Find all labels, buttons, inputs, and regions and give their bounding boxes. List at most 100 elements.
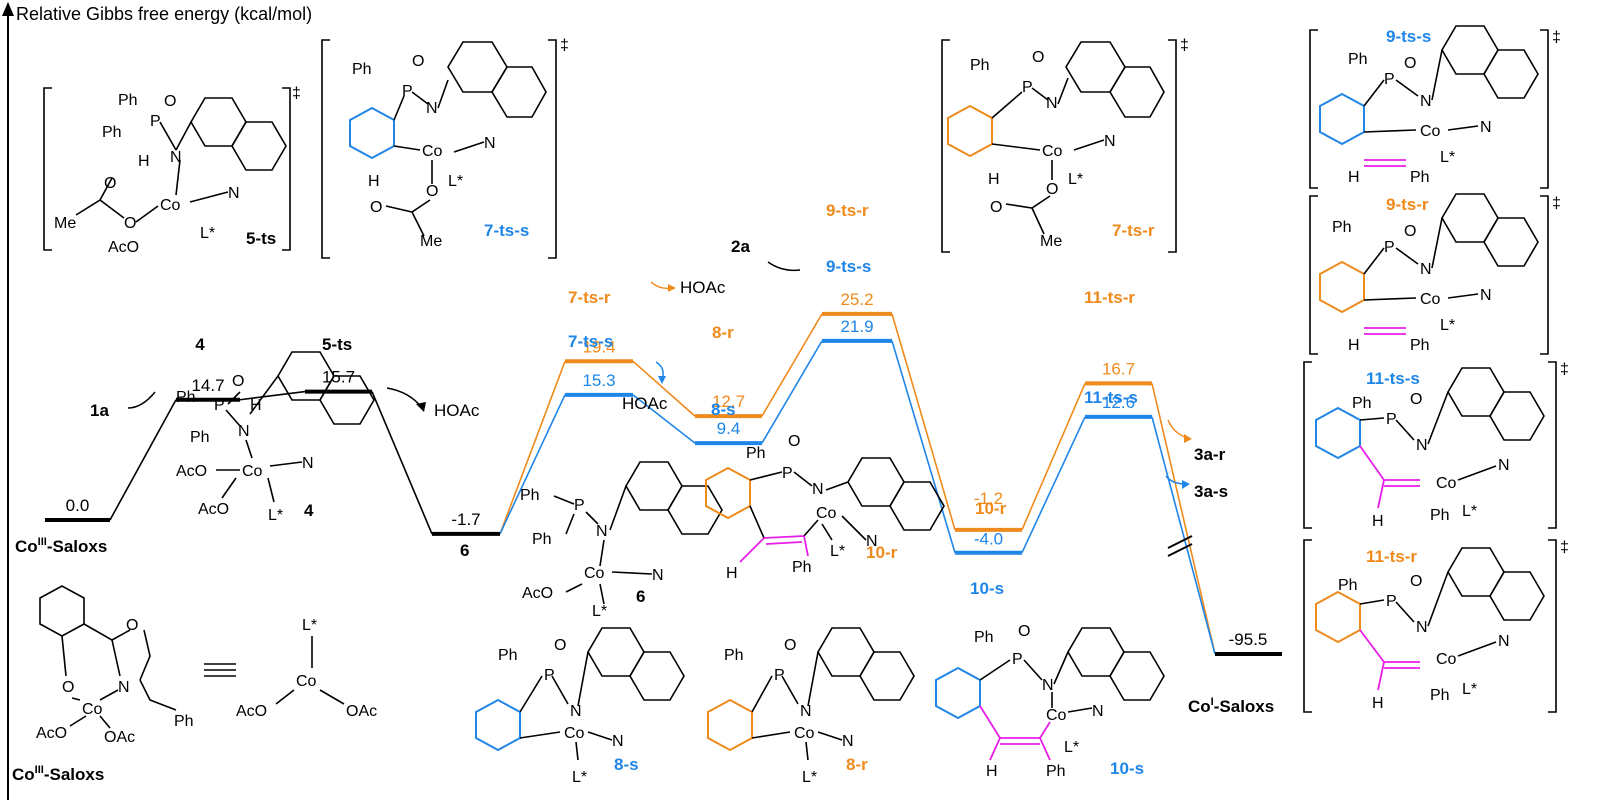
svg-text:P: P [1384,71,1395,88]
svg-text:O: O [232,373,244,390]
label-4: 4 [195,335,205,354]
svg-text:5-ts: 5-ts [246,229,276,248]
svg-text:H: H [368,173,380,190]
svg-text:L*: L* [1462,503,1477,520]
structure-8-s: Ph P O N Co N L* 8-s [475,627,685,786]
label-6: 6 [460,541,469,560]
svg-text:Co: Co [794,725,815,742]
svg-text:L*: L* [802,769,817,786]
svg-text:L*: L* [830,543,845,560]
svg-text:Me: Me [1040,233,1062,250]
svg-text:O: O [784,637,796,654]
svg-text:Co: Co [584,565,605,582]
svg-text:O: O [1018,623,1030,640]
energy-6: -1.7 [451,510,480,529]
svg-text:N: N [228,185,240,202]
svg-text:N: N [1416,619,1428,636]
product-3a-r: 3a-r [1194,445,1226,464]
annotations: 1a HOAc HOAc HOAc 2a 3a-r 3a-s [90,237,1228,557]
svg-text:AcO: AcO [522,585,553,602]
svg-text:9-ts-s: 9-ts-s [1386,27,1431,46]
svg-text:Ph: Ph [724,647,744,664]
svg-text:Co: Co [1436,475,1457,492]
svg-text:Ph: Ph [520,487,540,504]
svg-text:O: O [990,199,1002,216]
svg-text:N: N [596,523,608,540]
connector-s-final [1151,416,1216,655]
structure-11-ts-s: ‡ 11-ts-s Ph P O N Co N L* H Ph [1303,361,1569,530]
svg-text:OAc: OAc [104,729,135,746]
y-axis-arrow [2,2,14,16]
svg-text:‡: ‡ [560,37,569,54]
svg-text:Ph: Ph [176,389,196,406]
connector-5-ts-6 [371,391,433,535]
svg-text:Ph: Ph [1410,169,1430,186]
svg-text:H: H [726,565,738,582]
svg-text:H: H [986,763,998,780]
reagent-2a: 2a [731,237,750,256]
label-10-s: 10-s [970,579,1004,598]
svg-text:Co: Co [242,463,263,480]
label-10-r: 10-r [975,499,1007,518]
svg-text:O: O [1404,55,1416,72]
svg-text:L*: L* [448,173,463,190]
svg-text:AcO: AcO [198,501,229,518]
svg-text:O: O [370,199,382,216]
svg-text:P: P [1386,593,1397,610]
svg-text:Ph: Ph [974,629,994,646]
axis-break-1 [1167,535,1193,549]
label-co3-saloxs: CoIII-Saloxs [15,536,107,556]
svg-text:N: N [1104,133,1116,150]
svg-text:P: P [1384,239,1395,256]
svg-text:O: O [1032,49,1044,66]
svg-text:L*: L* [200,225,215,242]
reagent-1a: 1a [90,401,109,420]
svg-text:Ph: Ph [1046,763,1066,780]
svg-text:7-ts-r: 7-ts-r [1112,221,1155,240]
energy-7-ts-s: 15.3 [582,371,615,390]
svg-text:L*: L* [1440,317,1455,334]
connector-10-r [891,313,956,531]
svg-text:O: O [426,183,438,200]
svg-text:H: H [1348,337,1360,354]
svg-text:N: N [1416,437,1428,454]
svg-text:Co: Co [1046,707,1067,724]
svg-text:‡: ‡ [1560,539,1569,556]
svg-text:11-ts-s: 11-ts-s [1366,369,1420,388]
structure-8-r: Ph P O N Co N L* 8-r [707,627,915,786]
energy-8-s: 9.4 [717,419,741,438]
svg-text:N: N [426,100,438,117]
label-9-ts-r: 9-ts-r [826,201,869,220]
svg-text:9-ts-r: 9-ts-r [1386,195,1429,214]
svg-text:N: N [484,135,496,152]
state-labels: CoIII-Saloxs 4 5-ts 6 7-ts-r 7-ts-s 8-r … [15,201,1274,716]
svg-text:11-ts-r: 11-ts-r [1366,547,1417,566]
structure-co3-saloxs: O N O Co AcO OAc Ph CoIII-Saloxs L* Co A… [12,585,377,784]
svg-text:Me: Me [54,215,76,232]
svg-text:N: N [170,149,182,166]
svg-text:N: N [1046,95,1058,112]
svg-text:Ph: Ph [190,429,210,446]
structure-10-s: Ph P O N Co N L* H Ph 10-s [935,623,1165,780]
svg-text:Co: Co [82,701,103,718]
connector-7-ts-s [499,394,566,535]
svg-text:‡: ‡ [1552,29,1561,46]
svg-text:10-s: 10-s [1110,759,1144,778]
svg-text:O: O [1410,573,1422,590]
svg-text:H: H [1372,513,1384,530]
svg-text:8-s: 8-s [614,755,639,774]
svg-text:N: N [1420,93,1432,110]
connector-11-ts-s [1021,416,1086,554]
svg-text:O: O [124,215,136,232]
label-7-ts-r: 7-ts-r [568,288,611,307]
svg-text:L*: L* [268,507,283,524]
svg-text:H: H [1348,169,1360,186]
svg-text:P: P [1386,411,1397,428]
svg-text:L*: L* [1068,171,1083,188]
energy-4: 14.7 [191,376,224,395]
connector-9-ts-r [761,313,823,417]
svg-text:Ph: Ph [970,57,990,74]
svg-text:N: N [570,703,582,720]
svg-text:H: H [988,171,1000,188]
svg-text:O: O [164,93,176,110]
